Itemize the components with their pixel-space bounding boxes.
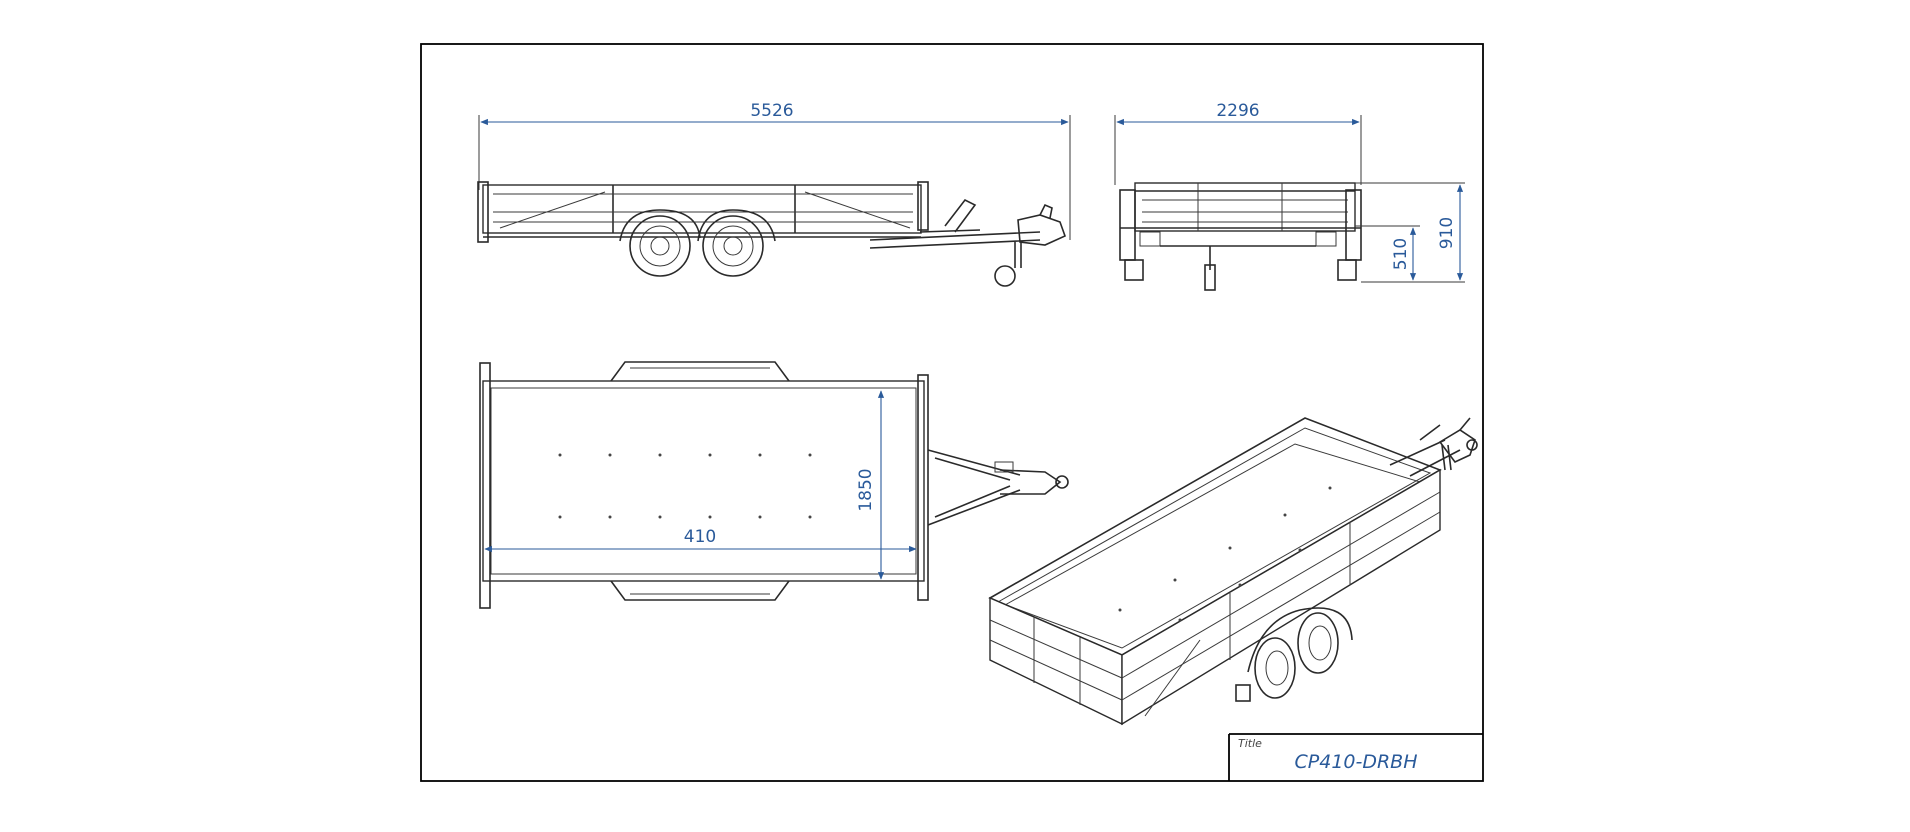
dim-total-height: 910: [1437, 217, 1457, 249]
dim-deck-width: 1850: [856, 468, 876, 511]
title-value: CP410-DRBH: [1295, 751, 1418, 773]
side-view: 5526: [477, 101, 1071, 287]
title-label: Title: [1238, 737, 1262, 750]
dim-overall-width: 2296: [1216, 101, 1259, 121]
front-view: 2296 510 910: [1114, 101, 1465, 291]
dim-overall-length: 5526: [750, 101, 793, 121]
title-block: Title CP410-DRBH: [1228, 733, 1483, 781]
dim-deck-length: 410: [684, 527, 716, 547]
dim-side-height: 510: [1391, 238, 1411, 270]
isometric-view: [988, 417, 1478, 726]
top-view: 1850 410: [479, 361, 1069, 609]
drawing-frame: [420, 43, 1484, 782]
